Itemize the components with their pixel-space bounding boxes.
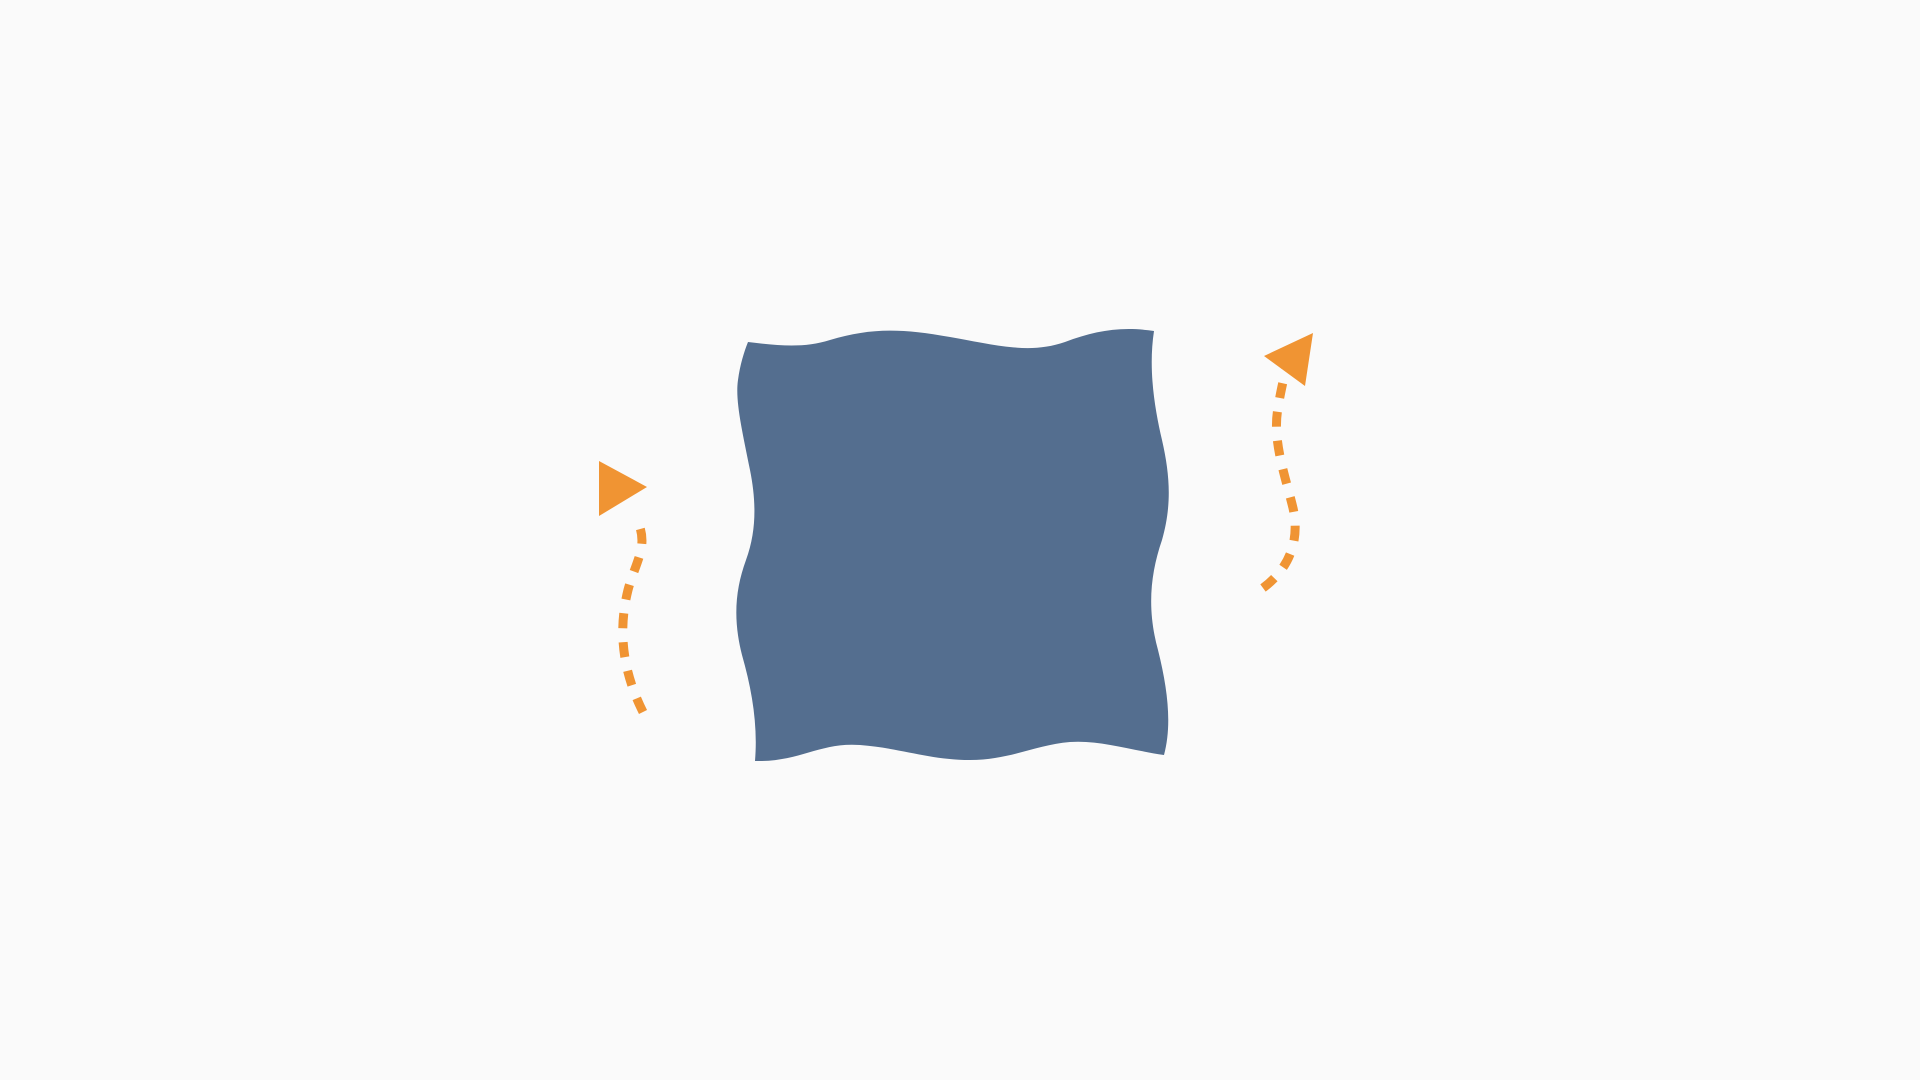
right-arrow-head xyxy=(1264,333,1313,386)
left-arrow-head xyxy=(599,461,647,516)
right-arrow xyxy=(1260,333,1313,592)
right-arrow-dashed-line xyxy=(1260,361,1300,592)
left-arrow-dashed-line xyxy=(618,515,648,715)
left-arrow xyxy=(599,461,648,715)
wavy-square-shape xyxy=(736,329,1169,762)
